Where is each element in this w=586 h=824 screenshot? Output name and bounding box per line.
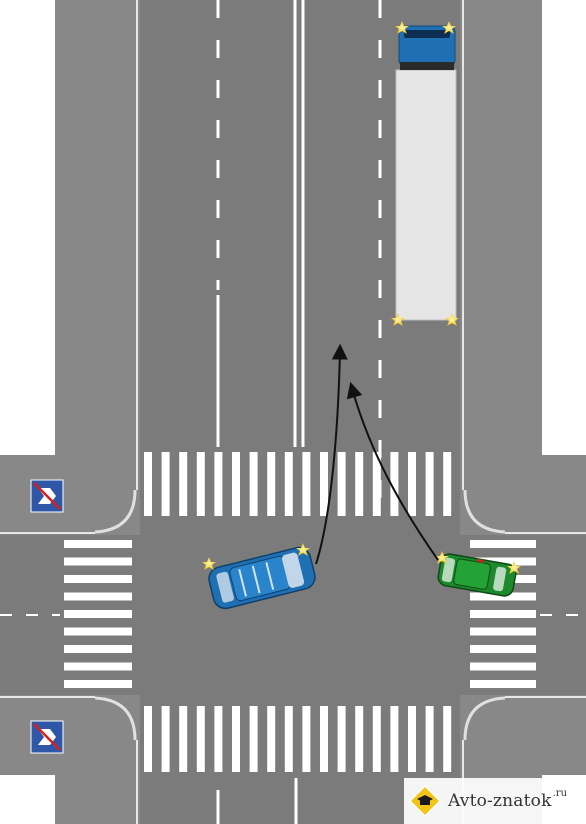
truck-coupling xyxy=(400,62,454,70)
crosswalk-stripe xyxy=(443,706,452,772)
crosswalk-stripe xyxy=(390,706,399,772)
crosswalk-stripe xyxy=(470,557,536,566)
intersection-area xyxy=(140,448,460,778)
crosswalk-stripe xyxy=(470,627,536,636)
truck-hazard-lights xyxy=(391,21,459,326)
hazard-light-icon xyxy=(442,21,456,34)
crosswalk-stripe xyxy=(320,452,328,516)
crosswalk-stripe xyxy=(372,706,381,772)
crosswalk-stripe xyxy=(470,680,536,688)
green-car xyxy=(437,553,517,597)
crosswalk-stripe xyxy=(425,706,434,772)
crosswalk-stripe xyxy=(470,540,536,548)
crosswalk-stripe xyxy=(196,452,205,516)
crosswalk-stripe xyxy=(284,452,293,516)
crosswalk-stripe xyxy=(267,452,276,516)
crosswalk-stripe xyxy=(355,452,364,516)
crosswalk-stripe xyxy=(425,452,434,516)
watermark-tld: .ru xyxy=(552,787,568,799)
crosswalk-left xyxy=(64,540,132,688)
hazard-light-icon xyxy=(445,313,459,326)
curb-line-top-left xyxy=(94,489,137,534)
crosswalk-stripe xyxy=(64,557,132,566)
crosswalk-stripe xyxy=(337,706,346,772)
crosswalk-stripe xyxy=(355,706,364,772)
hazard-light-icon xyxy=(202,557,216,570)
green-car-hazard-lights xyxy=(435,551,521,574)
crosswalk-stripe xyxy=(64,540,132,548)
crosswalk-stripe xyxy=(64,680,132,688)
crosswalk-stripe xyxy=(284,706,293,772)
hazard-light-icon xyxy=(507,561,521,574)
crosswalk-stripe xyxy=(144,452,152,516)
crosswalk-stripe xyxy=(249,706,258,772)
hazard-light-icon xyxy=(395,21,409,34)
crosswalk-stripe xyxy=(320,706,328,772)
blue-car-path-arrow xyxy=(315,343,348,565)
hazard-light-icon xyxy=(296,543,310,556)
curb-line-bottom-right xyxy=(463,696,506,741)
blue-car-hazard-lights xyxy=(202,543,310,570)
crosswalk-stripe xyxy=(408,452,416,516)
crosswalk-bottom xyxy=(144,706,452,772)
end-of-priority-road-sign-icon xyxy=(30,479,64,513)
crosswalk-stripe xyxy=(337,452,346,516)
watermark-brand: Avto-znatok xyxy=(448,791,552,811)
crosswalk-stripe xyxy=(390,452,399,516)
crosswalk-stripe xyxy=(64,662,132,671)
crosswalk-top xyxy=(144,452,452,516)
crosswalk-stripe xyxy=(64,627,132,636)
crosswalk-stripe xyxy=(302,706,311,772)
truck-trailer xyxy=(395,69,457,321)
crosswalk-stripe xyxy=(372,452,381,516)
crosswalk-stripe xyxy=(267,706,276,772)
graduation-cap-road-sign-logo-icon xyxy=(408,784,442,818)
crosswalk-stripe xyxy=(64,592,132,601)
hazard-light-icon xyxy=(435,551,449,564)
green-car-path-arrow xyxy=(346,381,439,561)
crosswalk-stripe xyxy=(64,645,132,653)
hazard-light-icon xyxy=(391,313,405,326)
curb-line-bottom-left xyxy=(94,696,137,741)
crosswalk-stripe xyxy=(161,452,170,516)
watermark: Avto-znatok .ru xyxy=(404,778,586,824)
crosswalk-stripe xyxy=(408,706,416,772)
crosswalk-stripe xyxy=(214,706,223,772)
crosswalk-stripe xyxy=(214,452,223,516)
curb-line-top-right xyxy=(463,489,506,534)
crosswalk-stripe xyxy=(232,452,240,516)
end-of-priority-road-sign-icon xyxy=(30,720,64,754)
blue-car xyxy=(208,546,316,610)
crosswalk-stripe xyxy=(470,610,536,618)
curb-corner-top-left xyxy=(55,455,135,532)
crosswalk-stripe xyxy=(144,706,152,772)
crosswalk-stripe xyxy=(64,575,132,583)
crosswalk-stripe xyxy=(64,610,132,618)
truck-windshield xyxy=(404,30,450,38)
crosswalk-stripe xyxy=(443,452,452,516)
truck xyxy=(395,25,457,321)
crosswalk-stripe xyxy=(232,706,240,772)
crosswalk-stripe xyxy=(470,662,536,671)
crosswalk-stripe xyxy=(302,452,311,516)
crosswalk-stripe xyxy=(470,645,536,653)
crosswalk-stripe xyxy=(161,706,170,772)
crosswalk-stripe xyxy=(249,452,258,516)
crosswalk-stripe xyxy=(179,706,188,772)
crosswalk-stripe xyxy=(196,706,205,772)
crosswalk-stripe xyxy=(179,452,188,516)
